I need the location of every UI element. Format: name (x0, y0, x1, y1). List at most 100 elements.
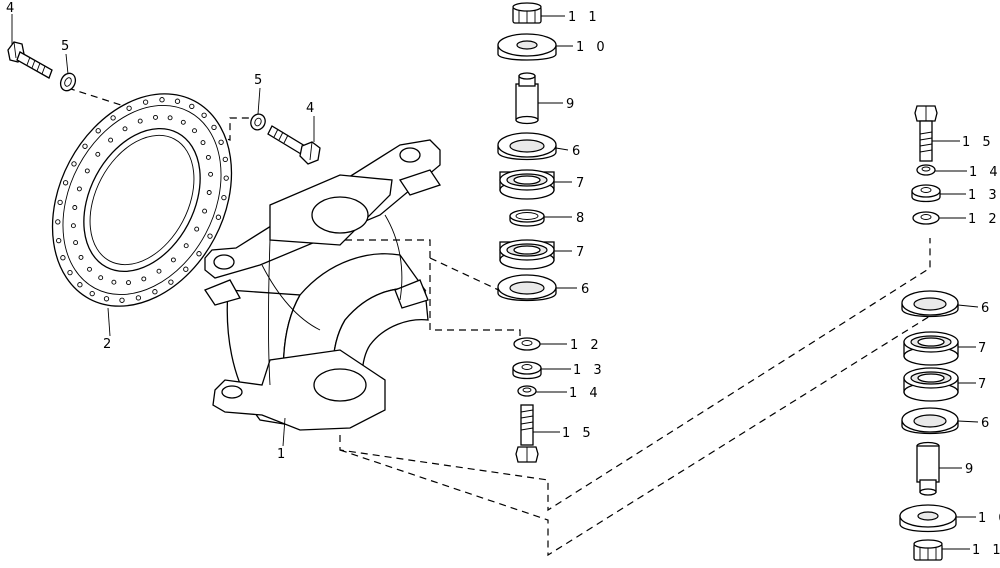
bolt-4-mid (267, 125, 321, 165)
washer-14-right (916, 164, 936, 176)
gear-bolt-hole (189, 103, 195, 110)
gear-bolt-hole (207, 233, 213, 239)
gear-bolt-hole (180, 119, 186, 125)
race-6-top-a (497, 132, 557, 161)
washer-12-right (912, 211, 940, 225)
gear-bolt-hole (174, 98, 181, 104)
callout-right-race-b: 6 (981, 416, 993, 431)
callout-mid-washer-14: 1 4 (569, 386, 602, 401)
gear-bolt-hole (183, 266, 189, 272)
bearing-7-top-a (499, 169, 555, 200)
gear-bolt-hole (60, 255, 66, 261)
callout-washer-mid: 5 (254, 73, 266, 88)
washer-5-mid (250, 113, 266, 131)
race-6-right-b (901, 407, 959, 435)
gear-bolt-hole (168, 279, 174, 285)
callout-mid-washer-13: 1 3 (573, 363, 606, 378)
callout-upper-race-b: 6 (581, 282, 593, 297)
callout-spacer: 8 (576, 211, 588, 226)
bolt-4-left (7, 41, 53, 79)
callout-bolt-left: 4 (6, 1, 18, 16)
gear-bolt-hole (211, 124, 217, 131)
gear-bolt-hole (103, 296, 110, 302)
washer-14-mid (517, 385, 537, 397)
gear-bolt-hole (153, 114, 158, 120)
callout-ring-gear: 2 (103, 337, 115, 352)
gear-bolt-hole (194, 226, 200, 232)
gear-bolt-hole (218, 139, 224, 145)
gear-bolt-hole (206, 190, 212, 195)
callout-bolt-mid: 4 (306, 101, 318, 116)
pin-9-top (515, 72, 539, 125)
callout-right-bearing-a: 7 (978, 341, 990, 356)
gear-bolt-hole (126, 280, 131, 286)
bolt-15-right (914, 105, 938, 162)
callout-right-bolt-15: 1 5 (962, 135, 995, 150)
callout-top-pin: 9 (566, 97, 578, 112)
gear-bolt-hole (98, 275, 104, 281)
gear-bolt-hole (78, 254, 84, 260)
gear-bolt-hole (156, 268, 162, 274)
gear-bolt-hole (183, 243, 189, 249)
gear-bolt-hole (73, 240, 79, 246)
gear-bolt-hole (135, 295, 142, 301)
gear-bolt-hole (119, 297, 125, 303)
cap-10-right (899, 504, 957, 533)
pin-9-right (916, 441, 940, 496)
gear-bolt-hole (87, 266, 92, 272)
washer-5-left (59, 72, 77, 92)
gear-bolt-hole (110, 115, 116, 121)
gear-bolt-hole (84, 168, 90, 174)
gear-bolt-hole (62, 180, 69, 186)
callout-mid-bolt-15: 1 5 (562, 426, 595, 441)
gear-bolt-hole (137, 118, 143, 124)
gear-bolt-hole (82, 143, 88, 149)
castle-nut-11-right (913, 539, 943, 561)
gear-bolt-hole (71, 161, 77, 167)
gear-bolt-hole (77, 282, 83, 288)
gear-bolt-hole (170, 257, 176, 263)
gear-bolt-hole (141, 276, 147, 282)
gear-bolt-hole (201, 112, 207, 118)
gear-bolt-hole (222, 156, 228, 163)
gear-bolt-hole (196, 251, 202, 257)
callout-right-washer-12: 1 2 (968, 212, 1000, 227)
housing (204, 139, 442, 431)
gear-bolt-hole (55, 219, 61, 225)
gear-bolt-hole (95, 128, 101, 134)
gear-bolt-hole (202, 208, 208, 214)
bearing-7-top-b (499, 239, 555, 270)
gear-bolt-hole (108, 137, 114, 143)
cap-10-top (497, 33, 557, 61)
gear-bolt-hole (122, 126, 128, 132)
gear-bolt-hole (159, 97, 165, 103)
gear-bolt-hole (76, 186, 82, 192)
callout-top-nut: 1 1 (568, 10, 601, 25)
gear-bolt-hole (208, 171, 214, 177)
washer-12-mid (513, 337, 541, 351)
leader-lines (11, 14, 979, 550)
gear-bolt-holes (55, 97, 229, 303)
bolt-15-mid (515, 404, 539, 463)
gear-bolt-hole (167, 115, 173, 121)
callout-upper-bearing-b: 7 (576, 245, 588, 260)
gear-bolt-hole (56, 237, 62, 244)
bearing-7-right-a (903, 331, 959, 366)
gear-bolt-hole (67, 269, 73, 276)
callout-top-cap: 1 0 (576, 40, 609, 55)
gear-bolt-hole (70, 223, 76, 229)
gear-bolt-hole (126, 105, 132, 111)
gear-bolt-hole (142, 99, 149, 105)
callout-upper-bearing-a: 7 (576, 176, 588, 191)
gear-bolt-hole (205, 154, 211, 160)
callout-mid-washer-12: 1 2 (570, 338, 603, 353)
callout-right-race-a: 6 (981, 301, 993, 316)
gear-bolt-hole (221, 194, 227, 201)
gear-bolt-hole (192, 128, 197, 134)
gear-bolt-hole (111, 279, 117, 285)
callout-right-washer-13: 1 3 (968, 188, 1000, 203)
washer-13-right (911, 184, 941, 203)
spacer-8 (509, 209, 545, 227)
callout-washer-left: 5 (61, 39, 73, 54)
callout-housing: 1 (277, 447, 289, 462)
